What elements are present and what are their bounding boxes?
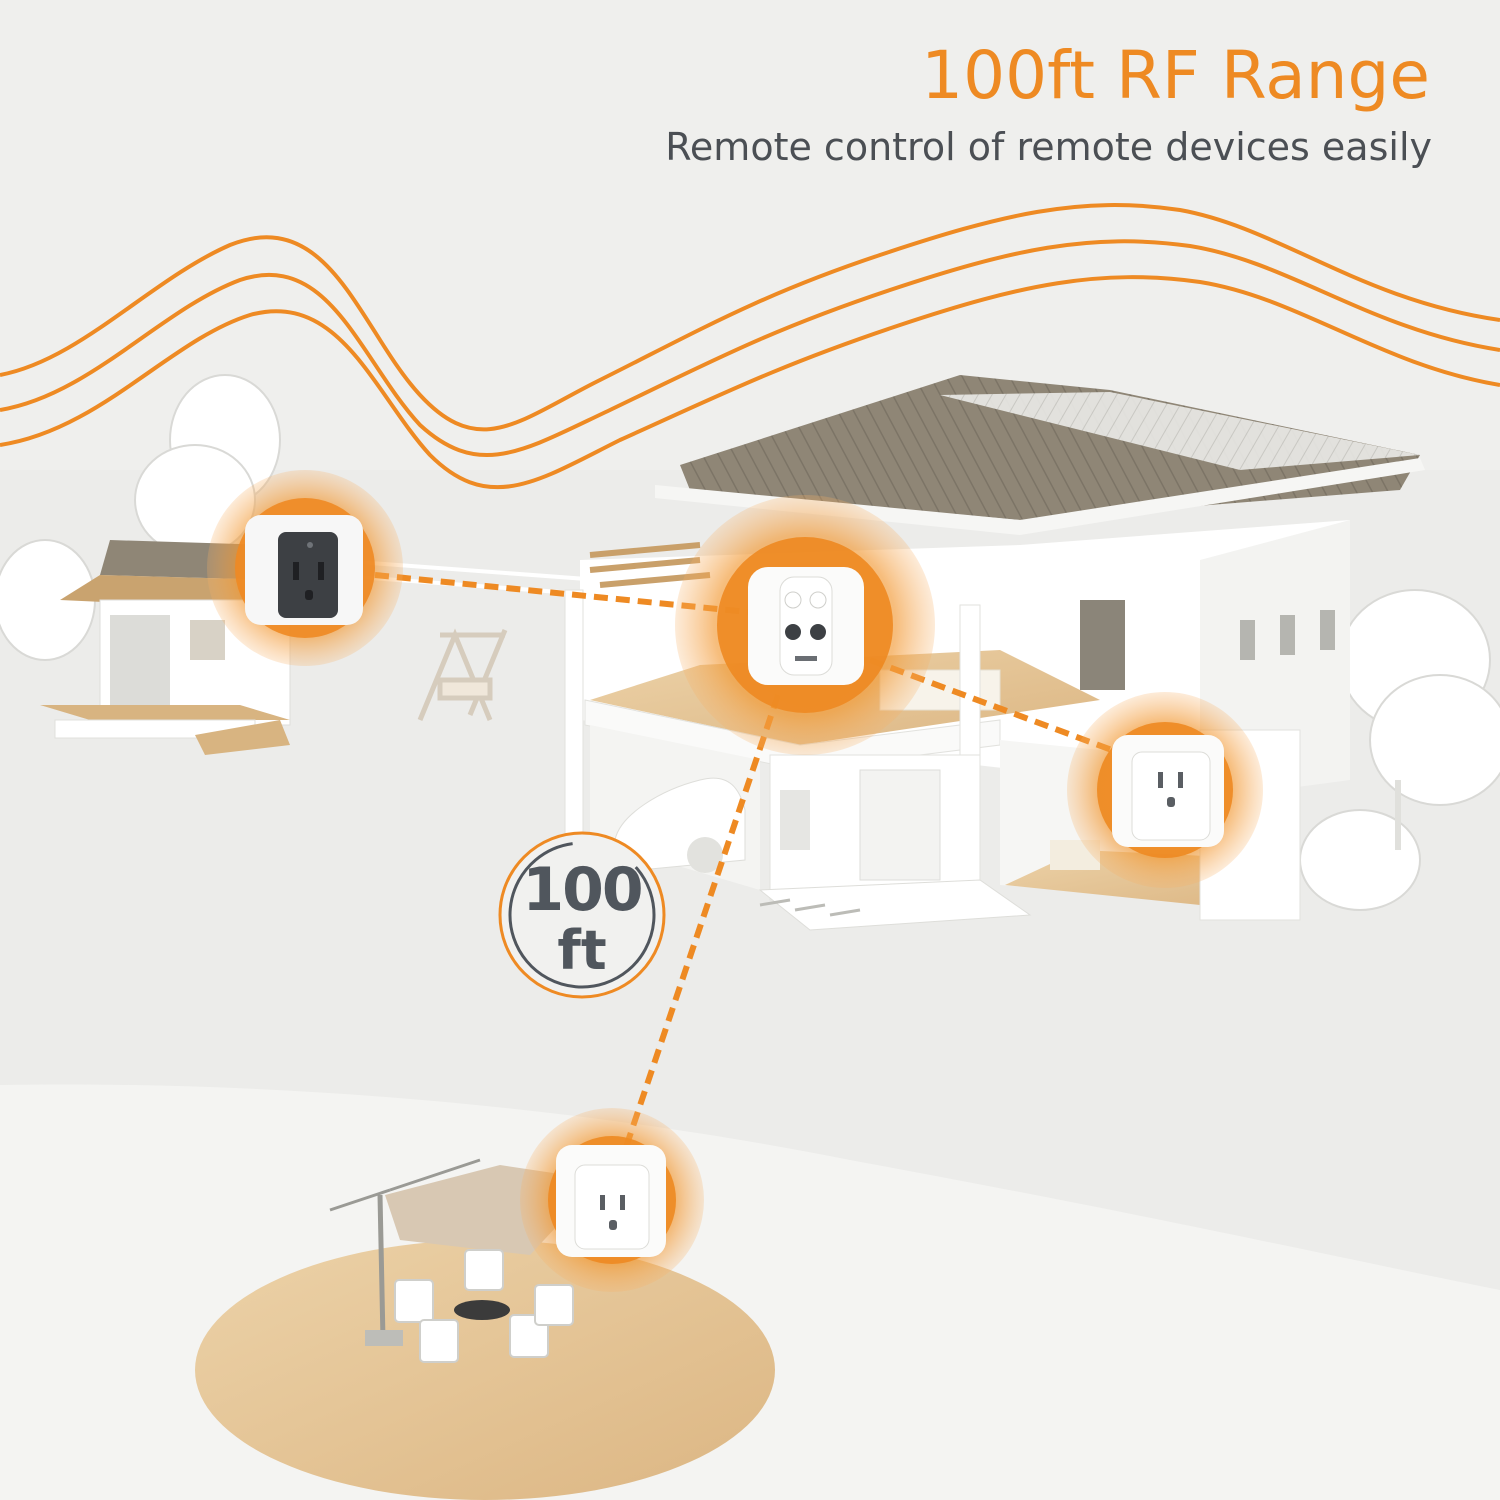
device-patio	[520, 1108, 704, 1292]
range-badge	[498, 831, 666, 999]
roof	[680, 375, 1420, 520]
page-subtitle: Remote control of remote devices easily	[665, 125, 1432, 169]
device-shed	[207, 470, 403, 666]
range-badge-label: 100 ft	[500, 860, 664, 978]
trees	[0, 374, 1500, 911]
page-title: 100ft RF Range	[921, 37, 1430, 114]
range-value: 100	[522, 855, 643, 925]
device-remote	[675, 495, 935, 755]
link-patio	[617, 694, 781, 1166]
range-unit: ft	[557, 919, 607, 982]
signal-waves	[0, 203, 1500, 490]
swing	[417, 628, 508, 721]
device-room	[1067, 692, 1263, 888]
